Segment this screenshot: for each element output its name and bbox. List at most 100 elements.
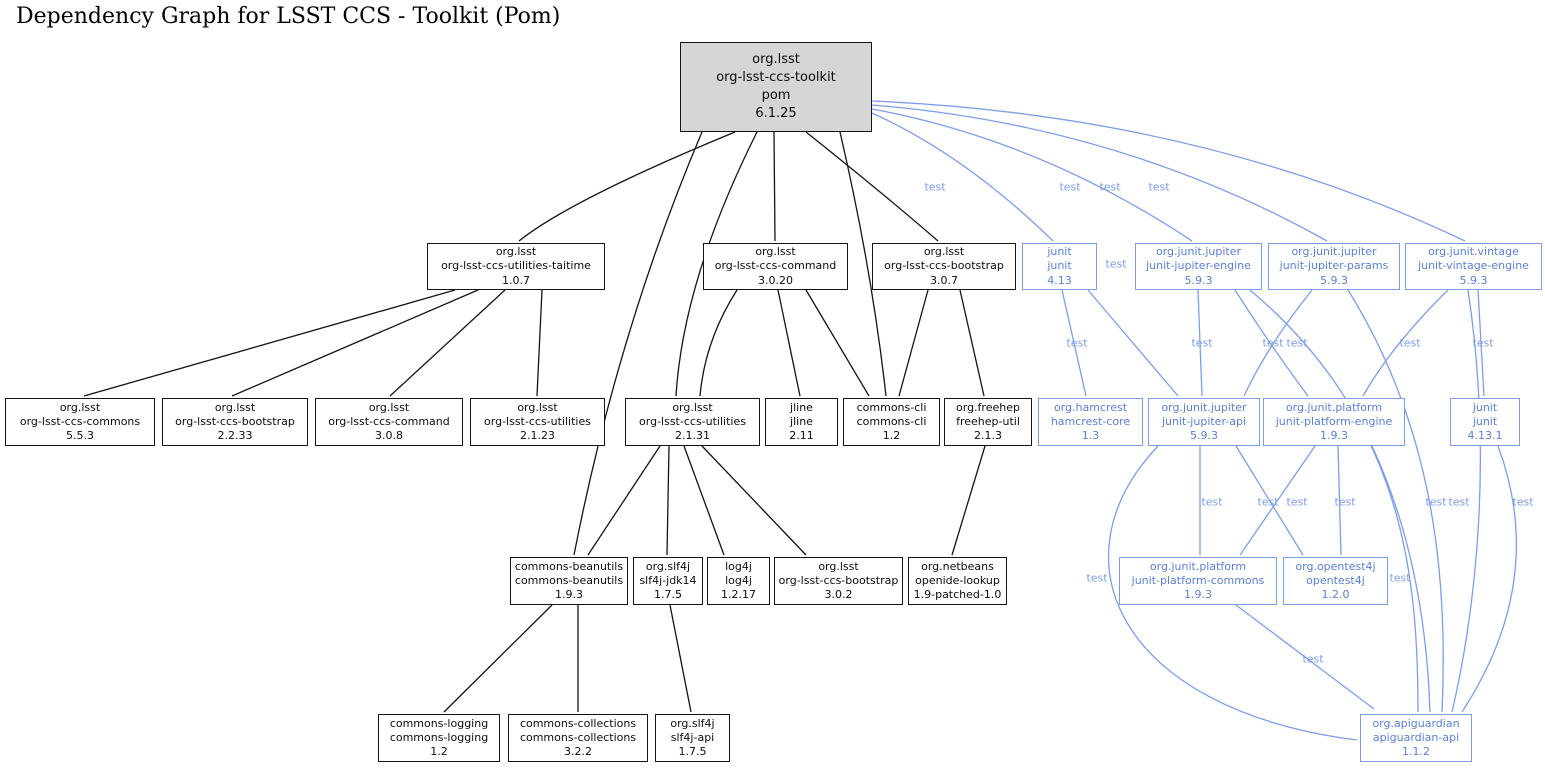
- node-label-line: org.apiguardian: [1372, 716, 1460, 730]
- edge-scope-label: test: [1389, 571, 1411, 585]
- graph-title: Dependency Graph for LSST CCS - Toolkit …: [16, 4, 561, 29]
- edge-utilities-taitime-to-bootstrap-2233: [231, 289, 479, 397]
- edge-utilities-2131-to-bootstrap-302: [701, 445, 807, 556]
- edge-scope-label: test: [1148, 180, 1170, 194]
- node-label-line: 4.13: [1047, 273, 1072, 287]
- node-label-line: org.lsst: [517, 400, 558, 414]
- edge-scope-label: test: [1425, 495, 1447, 509]
- node-label-line: junit: [1472, 400, 1498, 414]
- node-label-line: freehep-util: [956, 414, 1020, 428]
- node-label-line: 2.2.33: [217, 429, 253, 443]
- edge-slf4j-jdk14-to-slf4j-api: [669, 604, 692, 713]
- edge-utilities-2131-to-slf4j-jdk14: [666, 445, 670, 556]
- edge-toolkit-pom-to-commons-beanutils: [573, 131, 703, 556]
- node-label-line: commons-logging: [389, 716, 489, 730]
- edge-scope-label: test: [1099, 180, 1121, 194]
- edge-scope-label: test: [924, 180, 946, 194]
- node-label-line: 5.9.3: [1459, 273, 1488, 287]
- edge-junit-413-to-jupiter-api: [1087, 289, 1179, 397]
- node-label-line: log4j: [725, 573, 752, 587]
- node-label-line: apiguardian-api: [1372, 730, 1460, 744]
- edge-toolkit-pom-to-commons-cli: [839, 131, 887, 397]
- edge-jupiter-engine-to-platform-engine: [1234, 289, 1309, 397]
- edge-utilities-2131-to-log4j: [683, 445, 725, 556]
- node-label-line: org.lsst: [752, 52, 800, 68]
- node-label-line: org.slf4j: [670, 716, 715, 730]
- edge-jupiter-params-to-apiguardian-api: [1347, 289, 1444, 713]
- edge-toolkit-pom-to-utilities-taitime: [518, 131, 736, 242]
- node-label-line: org.lsst: [672, 400, 713, 414]
- edge-command-3020-to-jline: [777, 289, 801, 397]
- node-label-line: commons-collections: [519, 716, 637, 730]
- node-label-line: org.freehep: [956, 400, 1020, 414]
- node-label-line: 1.0.7: [502, 273, 530, 287]
- node-label-line: pom: [761, 88, 791, 103]
- edge-jupiter-api-to-apiguardian-api: [1108, 445, 1358, 741]
- node-label-line: 6.1.25: [755, 105, 797, 121]
- edge-vintage-engine-to-platform-engine: [1362, 289, 1449, 397]
- node-label-line: org.lsst: [495, 245, 537, 259]
- node-label-line: 1.3: [1081, 429, 1100, 443]
- edge-command-3020-to-commons-cli: [805, 289, 870, 397]
- edge-scope-label: test: [1086, 571, 1108, 585]
- edge-scope-label: test: [1334, 495, 1356, 509]
- node-label-line: 3.2.2: [564, 745, 592, 759]
- node-label-line: org.junit.jupiter: [1291, 245, 1377, 259]
- edge-scope-label: test: [1257, 495, 1279, 509]
- node-label-line: junit: [1047, 245, 1072, 259]
- edge-scope-label: test: [1399, 336, 1421, 350]
- node-label-line: org-lsst-ccs-utilities: [639, 414, 746, 428]
- node-label-line: 1.2: [430, 745, 448, 759]
- node-label-line: commons-beanutils: [514, 559, 624, 573]
- node-label-line: 1.7.5: [678, 745, 707, 759]
- edge-toolkit-pom-to-junit-413: [871, 112, 1054, 242]
- node-label-line: org-lsst-ccs-utilities-taitime: [441, 259, 591, 273]
- edge-platform-engine-to-opentest4j: [1337, 445, 1342, 556]
- edge-toolkit-pom-to-utilities-2131: [675, 131, 758, 397]
- node-label-line: org.junit.platform: [1149, 559, 1247, 573]
- node-label-line: 1.2.17: [721, 588, 756, 602]
- node-label-line: commons-beanutils: [514, 573, 624, 587]
- node-label-line: org.lsst: [214, 400, 256, 414]
- node-label-line: opentest4j: [1306, 573, 1365, 587]
- node-label-line: junit-vintage-engine: [1418, 259, 1529, 273]
- node-label-line: org.lsst: [818, 559, 859, 573]
- node-label-line: junit-platform-engine: [1275, 414, 1393, 428]
- node-label-line: slf4j-api: [670, 730, 715, 744]
- node-label-line: 2.1.3: [974, 429, 1002, 443]
- node-label-line: org.slf4j: [645, 559, 691, 573]
- edge-scope-label: test: [1191, 336, 1213, 350]
- node-label-line: 5.9.3: [1184, 273, 1213, 287]
- node-label-line: org-lsst-ccs-commons: [19, 414, 141, 428]
- edge-utilities-taitime-to-command-308: [389, 289, 506, 397]
- node-label-line: 3.0.20: [758, 273, 793, 287]
- edge-bootstrap-307-to-commons-cli: [898, 289, 929, 397]
- node-label-line: 1.9.3: [1320, 429, 1348, 443]
- node-label-line: 1.1.2: [1402, 745, 1430, 759]
- node-label-line: 2.11: [789, 429, 814, 443]
- node-label-line: hamcrest-core: [1050, 414, 1131, 428]
- node-label-line: 2.1.23: [520, 429, 555, 443]
- node-label-line: org.lsst: [923, 245, 965, 259]
- node-label-line: junit: [1472, 414, 1498, 428]
- edge-scope-label: test: [1105, 257, 1127, 271]
- node-label-line: org.lsst: [368, 400, 410, 414]
